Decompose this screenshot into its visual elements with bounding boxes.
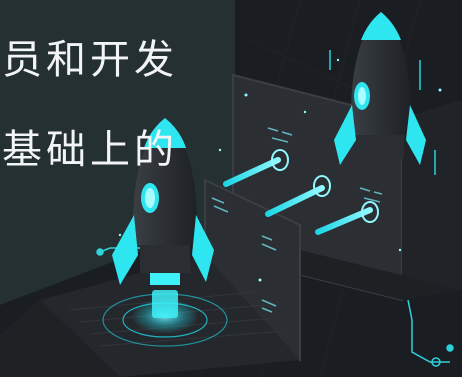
rocket-icon-back	[334, 12, 426, 165]
connection-beams	[223, 149, 379, 235]
launch-glow	[102, 290, 228, 347]
sparkles	[118, 58, 442, 282]
rocket-icon-front	[112, 118, 214, 285]
